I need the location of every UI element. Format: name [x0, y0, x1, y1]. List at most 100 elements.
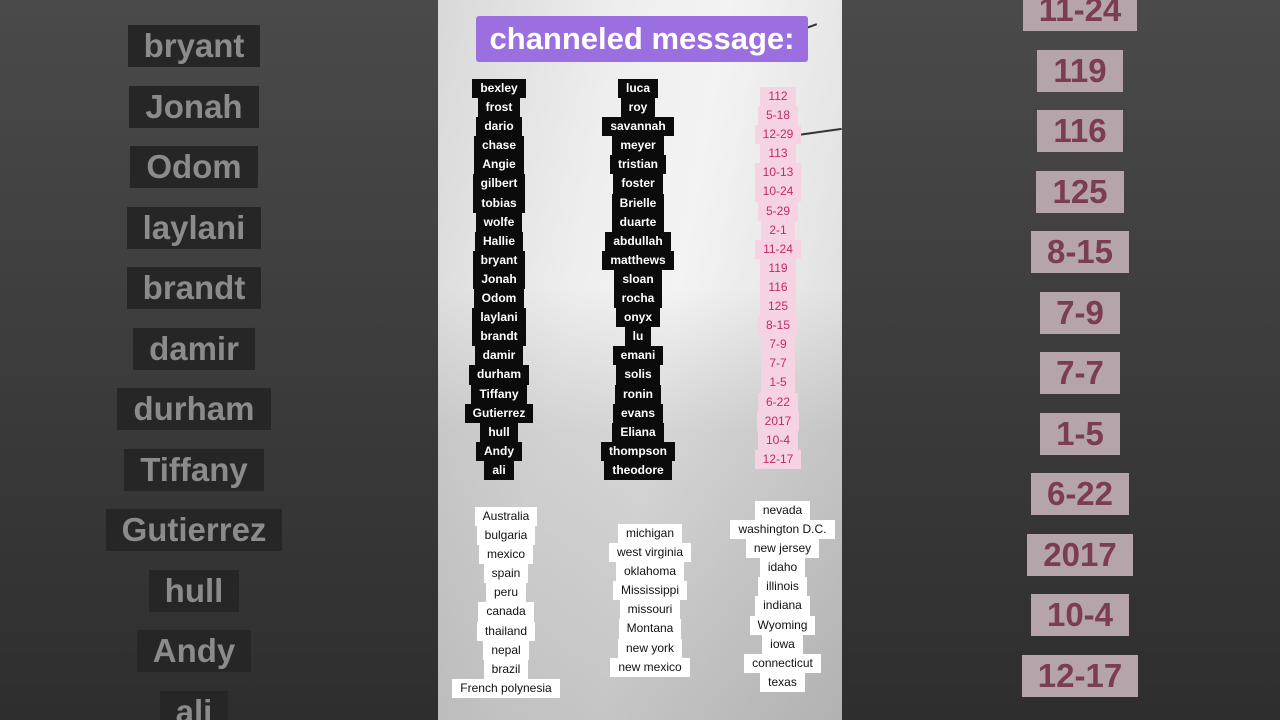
name-item: Eliana: [612, 422, 664, 442]
blurred-row: damir: [0, 319, 413, 380]
name-item: Tiffany: [471, 384, 527, 404]
blurred-row: 6-22: [861, 464, 1280, 525]
blurred-row: Odom: [0, 137, 413, 198]
date-item: 2-1: [761, 220, 795, 240]
name-item: Jonah: [473, 269, 525, 290]
blurred-date: 2017: [1027, 533, 1133, 576]
name-item: savannah: [602, 117, 674, 137]
blurred-name: damir: [133, 327, 255, 370]
blurred-date: 125: [1036, 170, 1124, 213]
name-item: duarte: [611, 212, 665, 232]
date-item: 2017: [756, 411, 800, 431]
place-item: washington D.C.: [730, 520, 835, 540]
place-item: nevada: [754, 501, 811, 521]
date-item: 10-24: [754, 182, 802, 202]
name-item: Hallie: [474, 231, 523, 251]
name-item: hull: [480, 422, 518, 442]
name-item: foster: [613, 174, 663, 194]
name-item: ronin: [615, 384, 661, 404]
blurred-name: hull: [148, 569, 240, 612]
date-item: 5-18: [757, 106, 799, 126]
blurred-name: bryant: [127, 25, 261, 68]
name-item: luca: [617, 79, 658, 99]
blurred-row: 1-5: [861, 404, 1280, 465]
name-item: frost: [477, 98, 521, 118]
place-item: new york: [617, 638, 683, 658]
name-item: brandt: [472, 327, 526, 347]
blurred-name: Andy: [136, 630, 252, 673]
name-item: chase: [473, 136, 525, 156]
blurred-row: 7-9: [861, 283, 1280, 344]
blurred-name: durham: [117, 388, 271, 431]
name-item: tristian: [609, 155, 666, 175]
blurred-row: durham: [0, 379, 413, 440]
date-item: 10-13: [754, 163, 802, 183]
blurred-row: 7-7: [861, 343, 1280, 404]
name-item: theodore: [604, 460, 672, 480]
name-item: dario: [476, 117, 522, 137]
blurred-row: 125: [861, 162, 1280, 223]
name-item: laylani: [472, 308, 526, 328]
date-item: 112: [760, 87, 796, 107]
blurred-row: Andy: [0, 621, 413, 682]
place-item: west virginia: [608, 543, 692, 563]
blurred-name: Odom: [130, 146, 258, 189]
name-item: tobias: [473, 193, 525, 213]
name-item: Gutierrez: [464, 403, 534, 423]
name-item: thompson: [601, 441, 675, 461]
blurred-date: 116: [1037, 110, 1123, 153]
place-item: new mexico: [610, 657, 690, 677]
place-item: Mississippi: [612, 581, 687, 601]
date-item: 113: [760, 144, 796, 164]
blurred-date: 11-24: [1022, 0, 1138, 32]
blurred-name: Gutierrez: [105, 509, 283, 552]
place-item: mexico: [478, 545, 533, 565]
name-item: Brielle: [611, 193, 665, 213]
place-item: peru: [485, 583, 527, 603]
place-item: canada: [478, 602, 534, 622]
place-item: brazil: [483, 659, 529, 679]
blurred-date: 1-5: [1040, 412, 1120, 455]
date-item: 11-24: [755, 239, 801, 259]
name-item: lu: [624, 327, 652, 347]
blurred-row: 8-15: [861, 222, 1280, 283]
place-item: spain: [483, 564, 529, 584]
blurred-row: laylani: [0, 198, 413, 259]
blurred-row: ali: [0, 682, 413, 720]
date-item: 7-9: [761, 335, 795, 355]
name-item: abdullah: [605, 231, 671, 251]
blurred-row: hull: [0, 561, 413, 622]
name-item: wolfe: [475, 212, 523, 232]
date-item: 5-29: [757, 201, 799, 221]
blurred-row: bryant: [0, 16, 413, 77]
name-item: Odom: [473, 289, 525, 309]
name-item: solis: [616, 365, 660, 385]
place-item: texas: [760, 672, 805, 692]
blurred-date: 7-7: [1040, 352, 1120, 395]
date-item: 7-7: [761, 354, 795, 374]
place-item: nepal: [483, 640, 529, 660]
place-item: new jersey: [745, 539, 820, 559]
place-item: illinois: [758, 577, 807, 597]
blurred-row: 116: [861, 101, 1280, 162]
date-item: 125: [759, 297, 797, 317]
place-item: Wyoming: [749, 615, 816, 635]
name-item: roy: [620, 98, 656, 118]
name-item: sloan: [614, 269, 662, 290]
name-item: matthews: [602, 250, 674, 270]
blurred-name: brandt: [126, 267, 262, 310]
name-item: onyx: [615, 308, 660, 328]
name-item: ali: [484, 460, 514, 480]
name-item: bexley: [472, 79, 526, 99]
blurred-row: 119: [861, 41, 1280, 102]
place-item: connecticut: [744, 653, 821, 673]
blurred-row: Gutierrez: [0, 500, 413, 561]
